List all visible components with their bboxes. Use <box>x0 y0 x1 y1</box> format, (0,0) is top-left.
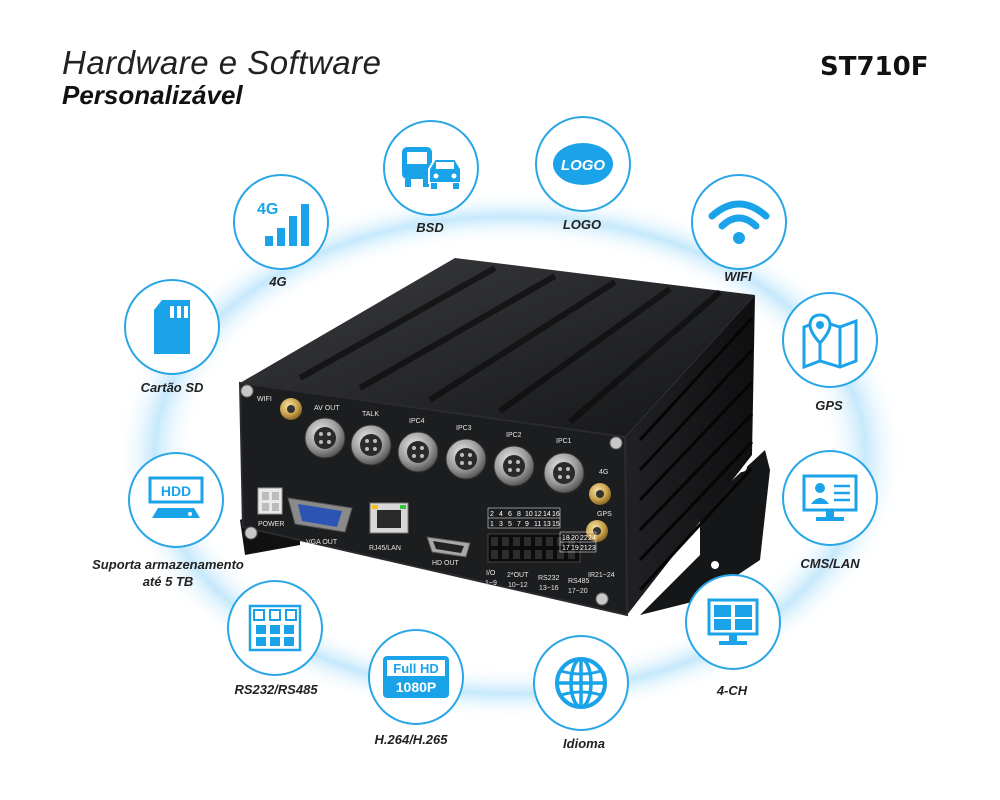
port-label-4g: 4G <box>599 469 608 476</box>
port-label-rs485-range: 17~20 <box>568 588 588 595</box>
pin-bot-4: 7 <box>517 521 521 528</box>
pin-bot-7: 13 <box>543 521 551 528</box>
blind-spot-vehicles-icon <box>402 147 462 189</box>
pin-top-3: 6 <box>508 511 512 518</box>
port-label-io-range: 1~9 <box>485 580 497 587</box>
feature-label-wifi: WIFI <box>724 269 752 284</box>
pin-bot-8: 15 <box>552 521 560 528</box>
feature-label-logo: LOGO <box>562 217 602 232</box>
port-label-av-out: AV OUT <box>314 405 340 412</box>
svg-text:HDD: HDD <box>161 483 191 499</box>
map-pin-icon <box>802 313 858 369</box>
port-label-power: POWER <box>258 521 284 528</box>
port-label-ir: IR21~24 <box>588 572 615 579</box>
hdd-drive-icon: HDD <box>148 476 204 518</box>
feature-label-sd-card: Cartão SD <box>140 380 204 395</box>
svg-text:1080P: 1080P <box>396 679 436 695</box>
device-side-face <box>625 295 755 615</box>
pin-top-8: 16 <box>552 511 560 518</box>
pin-bot-6: 11 <box>534 521 541 528</box>
port-label-hd-out: HD OUT <box>432 560 460 567</box>
globe-icon <box>555 657 607 709</box>
port-label-out: 2*OUT <box>507 572 529 579</box>
feature-idioma <box>533 635 629 731</box>
feature-label-hdd-line-1: Suporta armazenamento <box>92 557 244 572</box>
pin-rtop-3: 22 <box>580 535 588 542</box>
feature-label-hdd: Suporta armazenamento até 5 TB <box>68 556 268 590</box>
port-label-ipc4: IPC4 <box>409 418 425 425</box>
pin-top-7: 14 <box>543 511 551 518</box>
headline-line-2: Personalizável <box>62 80 243 110</box>
port-label-vga: VGA OUT <box>306 539 338 546</box>
pin-rbot-2: 19 <box>571 545 579 552</box>
port-label-rs232-range: 13~16 <box>539 585 559 592</box>
pin-rbot-1: 17 <box>562 545 570 552</box>
port-label-gps: GPS <box>597 511 612 518</box>
port-label-rj45: RJ45/LAN <box>369 545 401 552</box>
serial-ports-icon <box>248 604 302 652</box>
feature-wifi <box>691 174 787 270</box>
port-label-rs232: RS232 <box>538 575 560 582</box>
feature-bsd <box>383 120 479 216</box>
pin-top-2: 4 <box>499 511 503 518</box>
feature-label-gps: GPS <box>815 398 843 413</box>
feature-label-idioma: Idioma <box>563 736 605 751</box>
feature-4ch <box>685 574 781 670</box>
feature-label-rs232: RS232/RS485 <box>234 682 318 697</box>
pin-rbot-3: 21 <box>580 545 588 552</box>
pin-top-5: 10 <box>525 511 533 518</box>
model-number: ST710F <box>820 52 929 82</box>
full-hd-1080p-icon: Full HD 1080P <box>383 656 449 698</box>
feature-rs232 <box>227 580 323 676</box>
port-label-ipc1: IPC1 <box>556 438 572 445</box>
split-screen-monitor-icon <box>707 598 759 645</box>
feature-hdd: HDD <box>128 452 224 548</box>
feature-label-4ch: 4-CH <box>716 683 748 698</box>
pin-top-4: 8 <box>517 511 521 518</box>
feature-label-h264: H.264/H.265 <box>374 732 448 747</box>
feature-gps <box>782 292 878 388</box>
pin-bot-5: 9 <box>525 521 529 528</box>
feature-sd-card <box>124 279 220 375</box>
sd-card-icon <box>154 300 190 354</box>
pin-top-1: 2 <box>490 511 494 518</box>
feature-cms-lan <box>782 450 878 546</box>
feature-logo: LOGO <box>535 116 631 212</box>
feature-label-hdd-line-2: até 5 TB <box>142 574 194 589</box>
pin-bot-3: 5 <box>508 521 512 528</box>
wifi-icon <box>708 200 770 244</box>
right-bracket <box>640 450 770 615</box>
pin-rtop-4: 24 <box>588 535 596 542</box>
pin-rtop-1: 18 <box>562 535 570 542</box>
monitor-profile-icon <box>802 474 858 521</box>
pin-bot-2: 3 <box>499 521 503 528</box>
port-label-ipc2: IPC2 <box>506 432 522 439</box>
feature-label-bsd: BSD <box>416 220 444 235</box>
feature-h264: Full HD 1080P <box>368 629 464 725</box>
headline-line-1: Hardware e Software <box>62 44 382 81</box>
svg-text:4G: 4G <box>257 201 278 218</box>
port-label-out-range: 10~12 <box>508 582 528 589</box>
pin-rtop-2: 20 <box>571 535 579 542</box>
pin-bot-1: 1 <box>490 521 494 528</box>
device-top-face <box>240 258 755 437</box>
port-label-talk: TALK <box>362 411 379 418</box>
port-label-io: I/O <box>486 570 496 577</box>
pin-rbot-4: 23 <box>588 545 596 552</box>
svg-text:LOGO: LOGO <box>561 157 605 174</box>
logo-badge-icon: LOGO <box>553 143 613 185</box>
port-label-wifi: WIFI <box>257 396 272 403</box>
feature-label-cms-lan: CMS/LAN <box>800 556 860 571</box>
pin-top-6: 12 <box>534 511 542 518</box>
svg-text:Full HD: Full HD <box>393 661 439 676</box>
signal-4g-icon: 4G <box>257 201 309 246</box>
port-label-rs485: RS485 <box>568 578 590 585</box>
feature-4g: 4G <box>233 174 329 270</box>
port-label-ipc3: IPC3 <box>456 425 472 432</box>
feature-label-4g: 4G <box>269 274 287 289</box>
